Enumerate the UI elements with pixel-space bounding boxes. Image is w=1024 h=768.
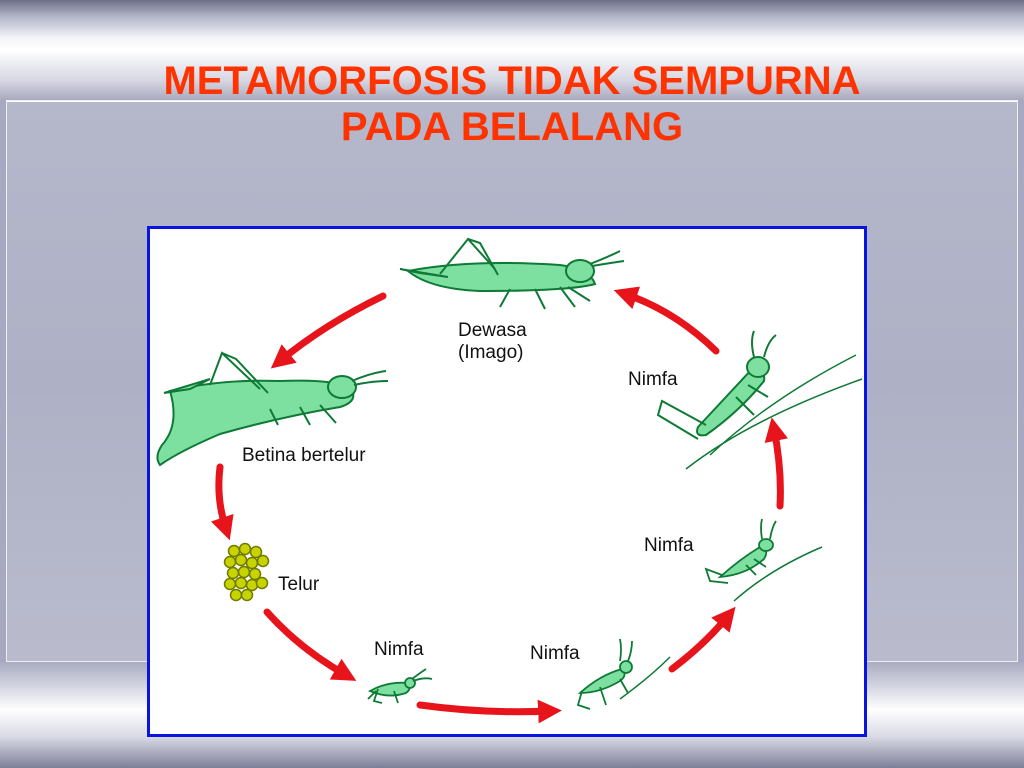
label-nymph-4: Nimfa [628,369,678,390]
label-female: Betina bertelur [242,445,366,466]
slide-title-line-1: METAMORFOSIS TIDAK SEMPURNA [163,59,861,103]
label-egg: Telur [278,574,320,595]
arrow-nymph1-to-nymph2 [416,699,562,724]
nymph-4-icon [656,330,863,470]
arrow-nymph3-to-nymph4 [764,417,789,510]
grasshopper-adult-icon [399,237,625,310]
lifecycle-diagram [156,237,863,724]
label-nymph-3: Nimfa [644,535,694,556]
nymph-2-icon [576,638,671,710]
arrow-nymph4-to-adult [613,286,720,355]
slide-top-band [0,0,1024,100]
slide-title: METAMORFOSIS TIDAK SEMPURNA PADA BELALAN… [0,58,1024,150]
label-adult-imago: (Imago) [458,342,524,363]
egg-cluster-icon [223,542,270,602]
arrow-female-to-egg [210,463,234,541]
nymph-1-icon [367,668,433,704]
label-nymph-1: Nimfa [374,639,424,660]
lifecycle-figure: Dewasa (Imago) Betina bertelur Telur Nim… [147,226,867,737]
arrow-egg-to-nymph1 [263,608,357,681]
nymph-3-icon [704,518,823,602]
arrow-adult-to-female [270,292,387,369]
arrow-nymph2-to-nymph3 [668,606,736,673]
cycle-arrows [210,286,789,724]
label-adult: Dewasa [458,320,527,341]
slide-title-line-2: PADA BELALANG [340,105,684,149]
label-nymph-2: Nimfa [530,643,580,664]
grasshopper-female-icon [156,351,389,467]
